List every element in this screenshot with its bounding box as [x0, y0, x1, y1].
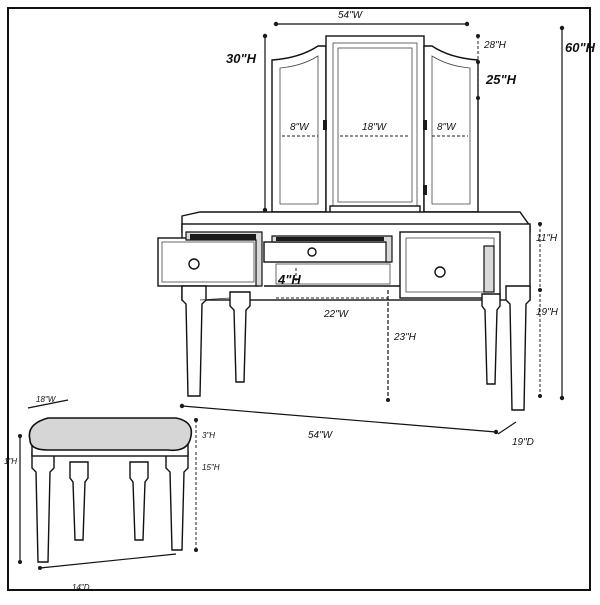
- table-dimension-lines: 54"W 30"H 28"H 25"H 60"H 8"W 18"W 8"W 11…: [179, 10, 596, 448]
- table-depth-label: 19"D: [512, 437, 534, 448]
- left-drawer-front-inner: [161, 241, 255, 283]
- overall-height-label: 60"H: [565, 40, 596, 55]
- right-side-mirror-glass: [431, 55, 471, 205]
- right-mirror-width-label: 8"W: [437, 122, 457, 133]
- left-drawer-cavity: [190, 234, 256, 240]
- left-mirror-width-label: 8"W: [290, 122, 310, 133]
- middle-drawer-height-label: 4"H: [277, 272, 301, 287]
- right-hinge: [423, 120, 427, 130]
- knee-clearance-label: 23"H: [393, 332, 417, 343]
- knee-width-label: 22"W: [323, 309, 350, 320]
- middle-drawer-cavity: [276, 237, 384, 241]
- center-mirror-width-label: 18"W: [362, 122, 388, 133]
- stool-depth-line: [39, 553, 177, 569]
- left-side-mirror-glass: [279, 55, 319, 205]
- left-hinge: [323, 120, 327, 130]
- mirror-total-height-label: 30"H: [226, 51, 257, 66]
- inner-height-label: 25"H: [485, 72, 517, 87]
- stool-seat-label: 3"H: [202, 431, 215, 440]
- knee-space-back: [275, 263, 391, 285]
- table-depth-line: [497, 421, 517, 435]
- left-drawer-knob: [188, 258, 200, 270]
- stool-width-label: 18"W: [36, 395, 57, 404]
- stool-front-right-leg: [165, 451, 189, 551]
- right-hinge-lower: [423, 185, 427, 195]
- middle-drawer-knob: [307, 247, 317, 257]
- back-left-leg: [229, 291, 251, 383]
- stool-total-height-label: 1"H: [4, 457, 17, 466]
- outer-height-label: 28"H: [483, 40, 507, 51]
- front-left-leg: [181, 285, 207, 397]
- right-drawer-front: [405, 237, 495, 293]
- drawer-height-label: 11"H: [536, 233, 558, 244]
- mirror-width-label: 54"W: [338, 10, 364, 21]
- stool-front-left-leg: [31, 451, 55, 563]
- stool-leg-label: 15"H: [202, 463, 220, 472]
- stool-dimension-lines: 18"W 1"H 3"H 15"H 14"D: [4, 395, 220, 592]
- stool-depth-label: 14"D: [72, 583, 90, 592]
- right-drawer-knob: [434, 266, 446, 278]
- vanity-table: [157, 211, 531, 411]
- stool-back-left-leg: [69, 461, 89, 541]
- apron-shadow: [199, 297, 231, 301]
- stool-back-right-leg: [129, 461, 149, 541]
- middle-drawer-front: [263, 241, 391, 263]
- stool-cushion: [28, 417, 193, 452]
- table-width-label: 54"W: [308, 430, 334, 441]
- front-right-leg: [505, 285, 531, 411]
- back-right-leg: [481, 293, 501, 385]
- stool: [28, 417, 193, 563]
- leg-height-label: 19"H: [536, 307, 559, 318]
- center-mirror-bevel: [337, 47, 413, 203]
- table-width-line: [181, 405, 497, 433]
- tri-fold-mirror: [271, 35, 479, 215]
- right-drawer-side: [483, 245, 495, 293]
- stool-width-line: [27, 399, 69, 409]
